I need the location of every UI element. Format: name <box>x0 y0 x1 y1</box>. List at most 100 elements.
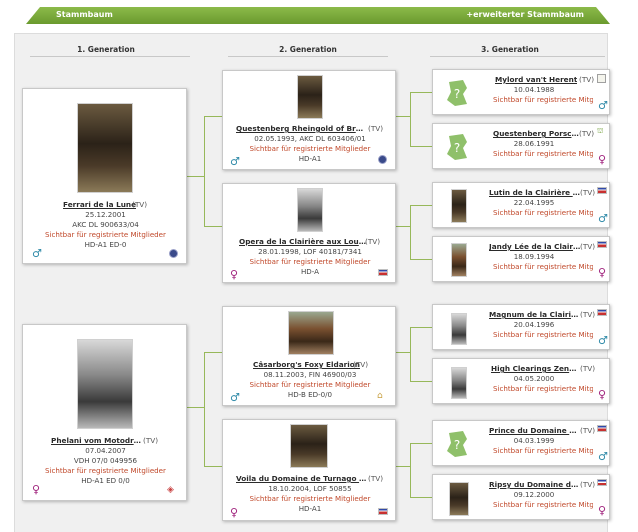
dog-tag: (TV) <box>580 426 596 435</box>
male-icon: ♂ <box>598 212 608 225</box>
dog-birth-date: 18.09.1994 <box>513 252 555 261</box>
dog-name-link[interactable]: Mylord van't Herent <box>495 75 578 84</box>
gen3-card-1[interactable]: ? Mylord van't Herent (TV) 10.04.1988 Si… <box>432 69 610 115</box>
dog-photo[interactable] <box>288 311 334 355</box>
dog-name-link[interactable]: Ripsy du Domaine de... <box>489 480 581 489</box>
gen3-card-7[interactable]: ? Prince du Domaine d... (TV) 04.03.1999… <box>432 420 610 466</box>
dog-tag: (TV) <box>580 480 596 489</box>
gen2-card-3[interactable]: Câsarborg's Foxy Eldarion (TV) 08.11.200… <box>222 306 396 406</box>
dog-name-link[interactable]: Lutin de la Clairière a... <box>489 188 581 197</box>
header-left-notch <box>26 7 40 24</box>
members-only-notice: Sichtbar für registrierte Mitglieder <box>45 230 166 239</box>
dog-birth-date: 28.06.1991 <box>513 139 555 148</box>
dog-tag: (TV) <box>579 129 595 138</box>
male-icon: ♂ <box>598 334 608 347</box>
dog-registration: VDH 07/0 049956 <box>73 456 138 465</box>
generation-3-title: 3. Generation <box>481 45 539 54</box>
dog-tag: (TV) <box>368 124 384 133</box>
gen3-card-6[interactable]: High Clearings Zenobie (TV) 04.05.2000 S… <box>432 358 610 404</box>
female-icon: ♀ <box>598 504 607 517</box>
dog-photo[interactable] <box>290 424 328 468</box>
dog-photo[interactable] <box>451 313 467 345</box>
male-icon: ♂ <box>598 99 608 112</box>
gen2-card-4[interactable]: Voila du Domaine de Turnago Vi... (TV) 1… <box>222 419 396 521</box>
dog-health: HD-A1 ED 0/0 <box>81 476 130 485</box>
pedigree-header: Stammbaum +erweiterter Stammbaum <box>26 7 610 24</box>
gen3-card-3[interactable]: Lutin de la Clairière a... (TV) 22.04.19… <box>432 182 610 228</box>
connector <box>410 205 411 259</box>
gen1-card-dam[interactable]: Phelani vom Motodrom (TV) 07.04.2007 VDH… <box>22 324 187 501</box>
generation-1-underline <box>30 56 190 57</box>
connector <box>410 205 432 206</box>
dog-photo[interactable] <box>449 482 469 516</box>
dog-name-link[interactable]: Prince du Domaine d... <box>489 426 581 435</box>
no-photo-placeholder-icon: ? <box>443 78 471 108</box>
dog-photo[interactable] <box>297 188 323 232</box>
connector <box>204 466 222 467</box>
flag-icon <box>597 187 607 194</box>
connector <box>410 327 432 328</box>
flag-icon <box>378 508 388 515</box>
dog-name-link[interactable]: Jandy Lée de la Clairi... <box>489 242 581 251</box>
dog-birth-date: 22.04.1995 <box>513 198 555 207</box>
dog-health: HD-A1 <box>298 154 322 163</box>
connector <box>204 352 222 353</box>
gen3-card-8[interactable]: Ripsy du Domaine de... (TV) 09.12.2000 S… <box>432 474 610 520</box>
gen2-card-1[interactable]: Questenberg Rheingold of Bran... (TV) 02… <box>222 70 396 170</box>
dog-birth-date: 04.03.1999 <box>513 436 555 445</box>
dog-name-link[interactable]: Câsarborg's Foxy Eldarion <box>253 360 360 369</box>
connector <box>410 497 432 498</box>
header-right-notch <box>596 7 610 24</box>
dog-photo[interactable] <box>77 103 133 193</box>
dog-name-link[interactable]: Magnum de la Clairiè... <box>489 310 581 319</box>
connector <box>410 146 432 147</box>
dog-photo[interactable] <box>77 339 133 429</box>
dog-health: HD-A <box>300 267 320 276</box>
dog-name-link[interactable]: Opera de la Clairière aux Louves <box>239 237 369 246</box>
generation-2-title: 2. Generation <box>279 45 337 54</box>
members-only-notice: Sichtbar für registrierte Mitglieder <box>493 149 593 158</box>
dog-tag: (TV) <box>143 436 159 445</box>
svg-text:?: ? <box>454 438 460 452</box>
dog-tag: (TV) <box>579 75 595 84</box>
dog-photo[interactable] <box>297 75 323 119</box>
dog-name-link[interactable]: Voila du Domaine de Turnago Vi... <box>236 474 368 483</box>
male-icon: ♂ <box>230 391 240 404</box>
gen3-card-4[interactable]: Jandy Lée de la Clairi... (TV) 18.09.199… <box>432 236 610 282</box>
dog-name-link[interactable]: Phelani vom Motodrom <box>51 436 143 445</box>
connector <box>187 176 204 177</box>
gen3-card-5[interactable]: Magnum de la Clairiè... (TV) 20.04.1996 … <box>432 304 610 350</box>
dog-photo[interactable] <box>451 243 467 277</box>
dog-birth-date: 10.04.1988 <box>513 85 555 94</box>
members-only-notice: Sichtbar für registrierte Mitglieder <box>493 446 593 455</box>
gen3-card-2[interactable]: ? Questenberg Porsche (TV) 28.06.1991 Si… <box>432 123 610 169</box>
dog-photo[interactable] <box>451 367 467 399</box>
dog-name-link[interactable]: Questenberg Rheingold of Bran... <box>236 124 366 133</box>
female-icon: ♀ <box>32 483 41 496</box>
extended-pedigree-link[interactable]: +erweiterter Stammbaum <box>466 10 584 19</box>
dog-tag: (TV) <box>580 188 596 197</box>
connector <box>396 116 410 117</box>
dog-health: HD-A1 ED-0 <box>84 240 127 249</box>
gen1-card-sire[interactable]: Ferrari de la Lune (TV) 25.12.2001 AKC D… <box>22 88 187 264</box>
connector <box>204 116 222 117</box>
dog-name-link[interactable]: High Clearings Zenobie <box>491 364 581 373</box>
connector <box>204 116 205 226</box>
svg-text:?: ? <box>454 141 460 155</box>
dog-birth-date: 07.04.2007 <box>85 446 126 455</box>
members-only-notice: Sichtbar für registrierte Mitglieder <box>493 208 593 217</box>
connector <box>410 259 432 260</box>
members-only-notice: Sichtbar für registrierte Mitglieder <box>249 494 371 503</box>
flag-icon <box>597 479 607 486</box>
header-title: Stammbaum <box>56 10 113 19</box>
dog-name-link[interactable]: Ferrari de la Lune <box>63 200 137 209</box>
flag-icon <box>597 425 607 432</box>
dog-name-link[interactable]: Questenberg Porsche <box>493 129 579 138</box>
generation-3-underline <box>430 56 605 57</box>
kennel-icon <box>597 74 606 83</box>
flag-icon <box>378 269 388 276</box>
male-icon: ♂ <box>598 450 608 463</box>
male-icon: ♂ <box>32 247 42 260</box>
dog-photo[interactable] <box>451 189 467 223</box>
gen2-card-2[interactable]: Opera de la Clairière aux Louves (TV) 28… <box>222 183 396 283</box>
